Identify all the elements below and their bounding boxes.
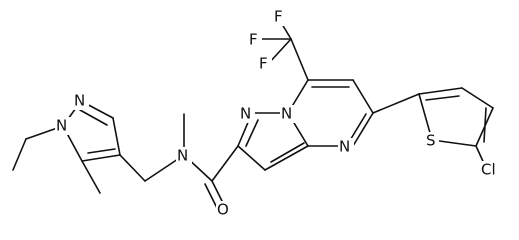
bond-pyrazole-fused-4-double xyxy=(270,142,305,163)
atom-background-pyrazole-n-upper xyxy=(73,92,89,110)
bond-thiophene-5 xyxy=(418,87,463,95)
atom-labels: F F F N N N N O S Cl N N xyxy=(55,8,504,219)
bond-ring-to-carbonyl xyxy=(211,145,239,182)
atom-pyrazole-n-lower: N xyxy=(56,117,67,135)
chemical-structure-diagram: F F F N N N N O S Cl N N xyxy=(12,7,504,219)
bond-cf3-to-f-lower-left xyxy=(268,38,292,64)
atom-carbonyl-o: O xyxy=(217,201,229,219)
atom-background-pyrimidine-n xyxy=(338,138,354,156)
atom-chlorine: Cl xyxy=(481,161,496,179)
bond-side-pyrazole-2-double xyxy=(79,109,108,126)
atom-background-f2 xyxy=(248,31,262,49)
atom-background-f3 xyxy=(258,55,272,73)
atom-background-pyrazole-n-lower xyxy=(55,117,71,135)
atom-background-chlorine xyxy=(480,161,504,179)
bond-thiophene-3-double xyxy=(483,107,487,143)
bond-thiophene-5-double xyxy=(425,95,460,101)
atom-background-f1 xyxy=(273,8,287,26)
bond-methylene-to-pyrazole xyxy=(119,154,146,182)
bond-thiophene-4 xyxy=(461,87,494,109)
bond-pyrazole-fused-3 xyxy=(237,145,266,171)
bond-cf3-to-ring xyxy=(290,38,309,81)
atom-pyrimidine-n: N xyxy=(339,138,350,156)
bond-thiophene-2 xyxy=(431,139,477,147)
bond-pyrimidine-3 xyxy=(352,112,374,147)
atom-left-ring-n: N xyxy=(240,105,251,123)
atom-f1: F xyxy=(274,8,283,26)
atom-background-bridgehead-n xyxy=(280,105,296,123)
bond-pyrimidine-to-thiophene xyxy=(372,93,420,114)
bond-side-pyrazole-5-double xyxy=(87,148,116,154)
atom-f3: F xyxy=(259,55,268,73)
bond-pyrazole-fused-2-double xyxy=(245,119,259,147)
atom-f2: F xyxy=(249,31,258,49)
bond-pyrimidine-3-double xyxy=(348,113,367,143)
atom-background-carbonyl-o xyxy=(216,201,232,219)
atom-background-left-ring-n xyxy=(239,105,255,123)
bond-pyrazole-to-methyl xyxy=(81,160,101,194)
atom-background-thiophene-s xyxy=(425,132,439,150)
bond-ethyl-terminal xyxy=(12,138,27,171)
bond-pyrazole-fused-4 xyxy=(264,145,309,171)
bond-pyrimidine-2 xyxy=(352,79,374,114)
atom-pyrazole-n-upper: N xyxy=(74,92,85,110)
bond-side-pyrazole-1 xyxy=(112,117,121,156)
atom-bridgehead-n: N xyxy=(281,105,292,123)
bond-side-pyrazole-5 xyxy=(81,154,121,162)
atom-background-amide-n xyxy=(176,147,192,165)
bond-carbonyl-to-oxygen-double xyxy=(204,183,219,211)
atom-amide-n: N xyxy=(177,147,188,165)
atom-thiophene-s: S xyxy=(426,132,436,150)
